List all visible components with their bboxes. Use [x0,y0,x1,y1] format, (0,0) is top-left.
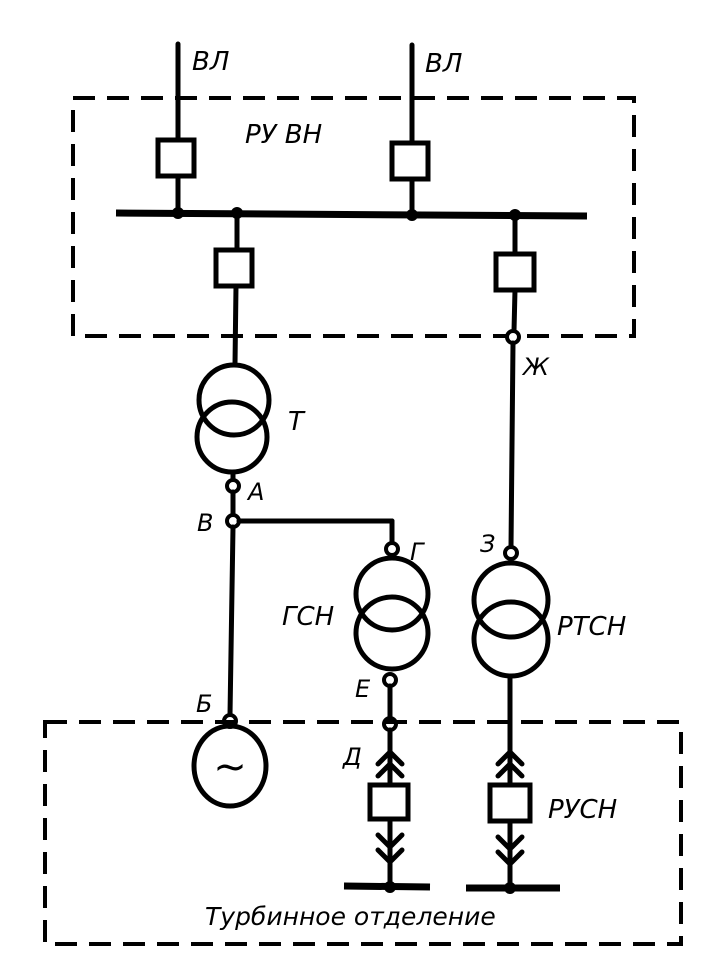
plug-connector-icon [375,748,405,767]
circuit-breaker-icon [367,782,411,822]
bus-junction-dot [172,207,184,219]
point-v-label: В [197,509,213,537]
hv-busbar [115,209,588,220]
bus-junction-dot [504,882,516,894]
point-zh-label: Ж [521,353,550,381]
aux-transformer-label: ГСН [282,602,334,632]
plug-connector-icon [495,834,525,853]
main-transformer-label: Т [288,407,306,437]
overhead-line-1: ВЛ [155,41,229,216]
aux-switchgear-label: РУСН [548,795,617,825]
terminal-point-g [384,541,400,557]
reserve-transformer-branch: Ж З РТСН РУСН [466,212,626,894]
plug-connector-icon [495,760,525,779]
plug-connector-icon [495,748,525,767]
transformer-winding-icon [471,560,551,640]
transformer-winding-icon [353,594,431,672]
plug-connector-icon [375,832,405,851]
circuit-breaker-icon [493,251,537,293]
circuit-breaker-icon [487,782,533,824]
overhead-line-2: ВЛ [389,42,462,218]
circuit-breaker-icon [213,247,255,289]
point-a-label: А [246,478,264,506]
main-transformer-branch: Т А В [194,210,395,718]
aux-transformer-branch: Г ГСН Е Д [282,538,431,893]
generator: Б ~ [191,690,269,809]
transformer-winding-icon [353,555,431,633]
circuit-breaker-icon [389,140,431,182]
reserve-transformer-label: РТСН [557,612,626,642]
point-b-label: Б [196,690,212,718]
point-z-label: З [480,530,495,558]
circuit-breaker-icon [155,137,197,179]
hv-switchgear-boundary [71,96,636,338]
plug-connector-icon [375,847,405,866]
bus-junction-dot [384,881,396,893]
overhead-line-2-label: ВЛ [425,49,462,79]
plug-connector-icon [495,849,525,868]
bus-junction-dot [406,209,418,221]
point-d-label: Д [342,743,362,771]
transformer-winding-icon [196,362,272,438]
turbine-hall-label: Турбинное отделение [205,902,496,931]
ac-sine-icon: ~ [213,744,247,790]
terminal-point-z [503,545,519,561]
generator-icon [191,723,269,809]
hv-switchgear-label: РУ ВН [245,120,322,150]
overhead-line-1-label: ВЛ [192,47,229,77]
point-e-label: Е [355,675,371,703]
plug-connector-icon [375,760,405,779]
turbine-hall-boundary [43,720,683,946]
point-g-label: Г [410,538,425,566]
